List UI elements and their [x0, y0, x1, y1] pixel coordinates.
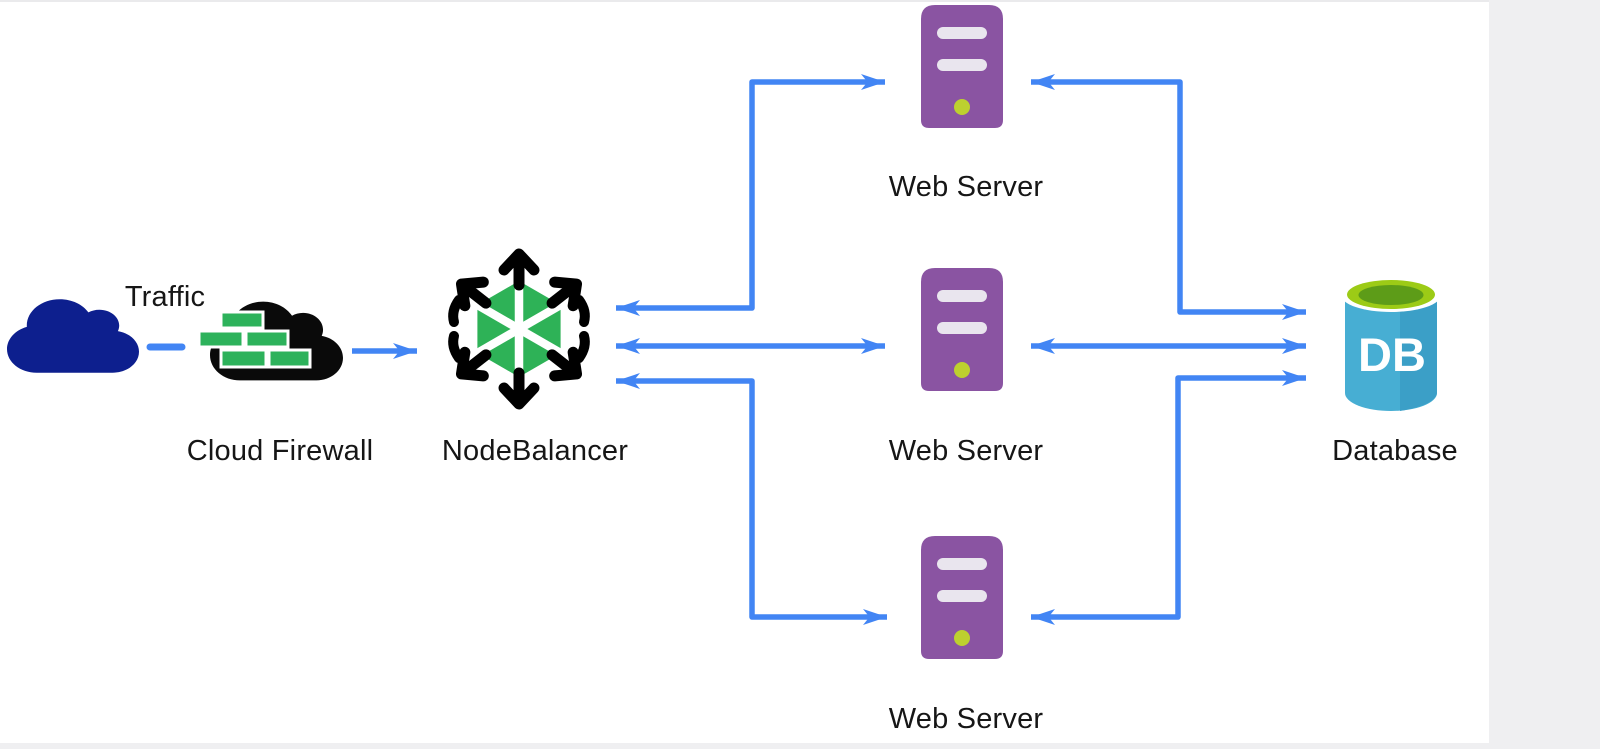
server-led — [954, 362, 970, 378]
nodebalancer-icon — [448, 248, 590, 410]
server-slots — [937, 558, 987, 602]
traffic-cloud-icon — [7, 299, 139, 373]
server-slots — [937, 27, 987, 71]
web-server-2-label: Web Server — [888, 435, 1044, 467]
web-server-3-label: Web Server — [888, 703, 1044, 735]
db-badge: DB — [1358, 328, 1426, 381]
firewall-bricks — [198, 310, 312, 369]
server-led — [954, 99, 970, 115]
traffic-label: Traffic — [124, 281, 206, 313]
web-server-2-icon — [921, 268, 1003, 391]
database-label: Database — [1332, 435, 1458, 467]
nodebalancer-label: NodeBalancer — [441, 435, 629, 467]
web-server-1-label: Web Server — [888, 171, 1044, 203]
cloud-firewall-icon — [198, 301, 343, 381]
nodebalancer-arrows — [448, 248, 590, 410]
database-icon: DB — [1341, 278, 1441, 411]
web-server-1-icon — [921, 5, 1003, 128]
cloud-firewall-label: Cloud Firewall — [186, 435, 374, 467]
nodebalancer-spokes — [475, 281, 563, 377]
server-led — [954, 630, 970, 646]
db-top-inner — [1358, 285, 1424, 305]
web-server-3-icon — [921, 536, 1003, 659]
db-body-facet — [1400, 297, 1437, 411]
server-slots — [937, 290, 987, 334]
